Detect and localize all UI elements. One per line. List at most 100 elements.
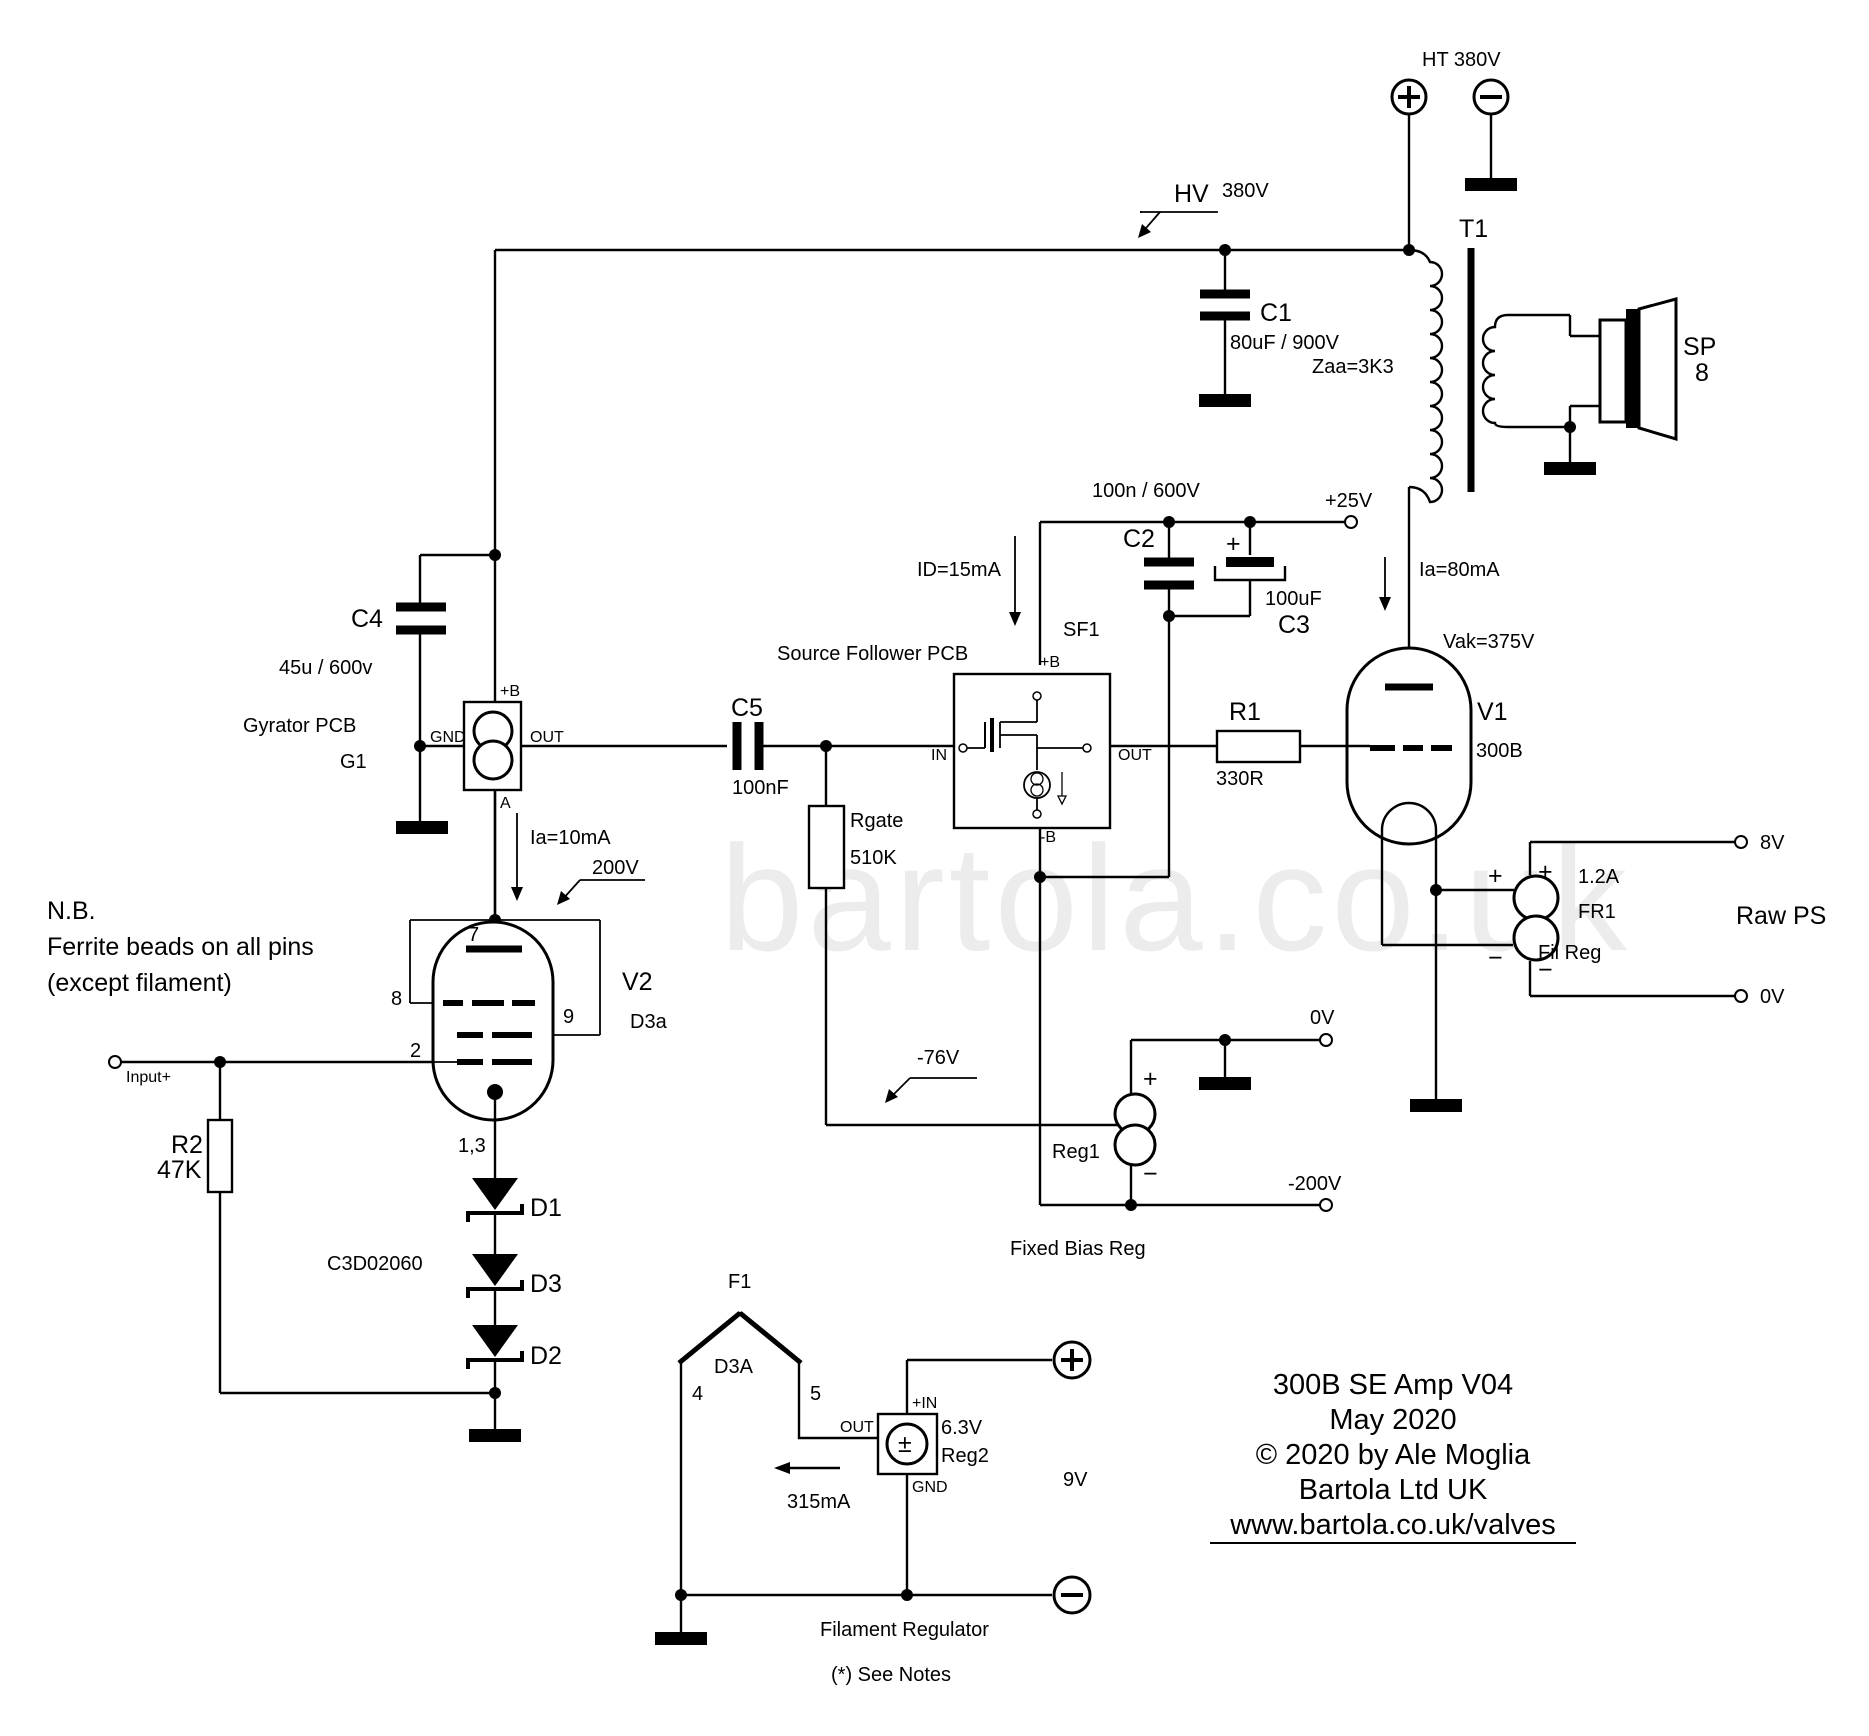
f1-pin5: 5 <box>810 1383 821 1405</box>
terminal-input[interactable] <box>108 1055 122 1069</box>
g1-pin-gnd: GND <box>430 729 466 746</box>
c2-ref: C2 <box>1123 525 1155 553</box>
r2-value: 47K <box>157 1156 202 1184</box>
fr1-name: Fil Reg <box>1538 942 1601 964</box>
rgate-ref: Rgate <box>850 810 903 832</box>
v1-ia: Ia=80mA <box>1419 559 1500 581</box>
r2-ref: R2 <box>171 1131 203 1159</box>
v2-anode-v: 200V <box>592 857 639 879</box>
output-transformer-t1: T1 Zaa=3K3 <box>1312 215 1570 665</box>
v2-type: D3a <box>630 1011 668 1033</box>
filament-supply: F1 D3A 4 5 ± +IN OUT GND 6.3V Reg2 9V <box>655 1271 1092 1686</box>
speaker-sp: SP 8 <box>1544 297 1716 475</box>
v0-bias-label: 0V <box>1310 1007 1335 1029</box>
sf1-title: Source Follower PCB <box>777 643 968 665</box>
v1-type: 300B <box>1476 740 1523 762</box>
fr1-out-plus: + <box>1538 858 1553 886</box>
title-line1: 300B SE Amp V04 <box>1273 1369 1513 1401</box>
v2-pin-g2: 8 <box>391 988 402 1010</box>
terminal-plus25v[interactable] <box>1344 515 1358 529</box>
terminal-8v[interactable] <box>1734 835 1748 849</box>
f1-ref: F1 <box>728 1271 751 1293</box>
plus25v-label: +25V <box>1325 490 1373 512</box>
c3-plus: + <box>1226 530 1241 558</box>
fr1-ref: FR1 <box>1578 901 1616 923</box>
sp-value: 8 <box>1695 359 1709 387</box>
reg2-caption: Filament Regulator <box>820 1619 989 1641</box>
sf1-pin-in: IN <box>931 747 947 764</box>
ht-plus-terminal[interactable] <box>1390 78 1428 116</box>
g1-ref: G1 <box>340 751 367 773</box>
title-line4: Bartola Ltd UK <box>1299 1474 1488 1506</box>
v2-pin-cathode: 1,3 <box>458 1135 486 1157</box>
sp-ref: SP <box>1683 333 1716 361</box>
title-line5[interactable]: www.bartola.co.uk/valves <box>1229 1509 1556 1541</box>
ht-supply: HT 380V <box>1390 49 1517 250</box>
tube-v1-300b: Ia=80mA Vak=375V V1 300B <box>1345 557 1535 1100</box>
c1-ref: C1 <box>1260 299 1292 327</box>
hv-value: 380V <box>1222 180 1269 202</box>
sf1-ref: SF1 <box>1063 619 1100 641</box>
reg1-minus: − <box>1143 1160 1158 1188</box>
terminal-0v-bias[interactable] <box>1319 1033 1333 1047</box>
c2-value: 100n / 600V <box>1092 480 1201 502</box>
v2-ia: Ia=10mA <box>530 827 611 849</box>
reg2-pin-out: OUT <box>840 1419 874 1436</box>
c3-value: 100uF <box>1265 588 1322 610</box>
see-notes: (*) See Notes <box>831 1664 951 1686</box>
t1-impedance: Zaa=3K3 <box>1312 356 1394 378</box>
r1-ref: R1 <box>1229 698 1261 726</box>
title-block: 300B SE Amp V04 May 2020 © 2020 by Ale M… <box>1210 1369 1576 1544</box>
v2-pin-g3: 9 <box>563 1006 574 1028</box>
reg2-pin-gnd: GND <box>912 1479 948 1496</box>
g1-pin-b: +B <box>500 683 520 700</box>
sf1-pin-out: OUT <box>1118 747 1152 764</box>
reg2-ref: Reg2 <box>941 1445 989 1467</box>
reg1-ref: Reg1 <box>1052 1141 1100 1163</box>
source-follower-sf1: ID=15mA Source Follower PCB SF1 +B IN OU… <box>777 536 1169 1205</box>
c3-ref: C3 <box>1278 611 1310 639</box>
input-label: Input+ <box>126 1069 171 1086</box>
fr1-current: 1.2A <box>1578 866 1620 888</box>
signal-path: C5 100nF Rgate 510K -76V R1 330R <box>521 694 1370 1127</box>
ht-label: HT 380V <box>1422 49 1501 71</box>
v1-ref: V1 <box>1477 698 1508 726</box>
fil-plus-terminal[interactable] <box>1052 1340 1092 1380</box>
f1-type: D3A <box>714 1356 754 1378</box>
watermark: bartola.co.uk <box>720 814 1631 982</box>
nb-line2: (except filament) <box>47 969 232 997</box>
minus200v-label: -200V <box>1288 1173 1342 1195</box>
terminal-minus200v[interactable] <box>1319 1198 1333 1212</box>
hv-rail: HV 380V <box>493 180 1415 920</box>
title-line3: © 2020 by Ale Moglia <box>1256 1439 1531 1471</box>
tube-v2-d3a: Ia=10mA 200V 7 8 9 2 1,3 V2 D3a <box>391 813 668 1178</box>
c5-value: 100nF <box>732 777 789 799</box>
minus76v-label: -76V <box>917 1047 960 1069</box>
ht-minus-terminal[interactable] <box>1472 78 1510 116</box>
sf1-id: ID=15mA <box>917 559 1002 581</box>
reg2-symbol: ± <box>898 1430 912 1458</box>
d1-ref: D1 <box>530 1194 562 1222</box>
fr1-out-minus: − <box>1538 956 1553 984</box>
g1-pin-out: OUT <box>530 729 564 746</box>
fr1-plus: + <box>1488 862 1503 890</box>
terminal-0v-fil[interactable] <box>1734 989 1748 1003</box>
reg2-voltage: 6.3V <box>941 1417 983 1439</box>
filament-regulator-fr1: + − + − 1.2A FR1 Fil Reg 8V 0V Raw PS <box>1382 832 1826 1008</box>
v0-fil-label: 0V <box>1760 986 1785 1008</box>
fil-minus-terminal[interactable] <box>1052 1575 1092 1615</box>
nb-line1: Ferrite beads on all pins <box>47 933 314 961</box>
rgate-value: 510K <box>850 847 897 869</box>
gyrator-g1: C4 45u / 600v +B GND OUT A Gyrator PCB G… <box>243 549 564 920</box>
g1-pin-a: A <box>500 795 511 812</box>
diode-part: C3D02060 <box>327 1253 423 1275</box>
cathode-diodes: D1 D3 D2 C3D02060 <box>327 1178 562 1442</box>
f1-pin4: 4 <box>692 1383 703 1405</box>
v1-vak: Vak=375V <box>1443 631 1535 653</box>
d2-ref: D2 <box>530 1342 562 1370</box>
reg2-current: 315mA <box>787 1491 851 1513</box>
input-stage: Input+ R2 47K <box>108 1055 495 1395</box>
nb-note: N.B. Ferrite beads on all pins (except f… <box>47 897 314 997</box>
sf1-pin-minus-b: -B <box>1040 829 1056 846</box>
